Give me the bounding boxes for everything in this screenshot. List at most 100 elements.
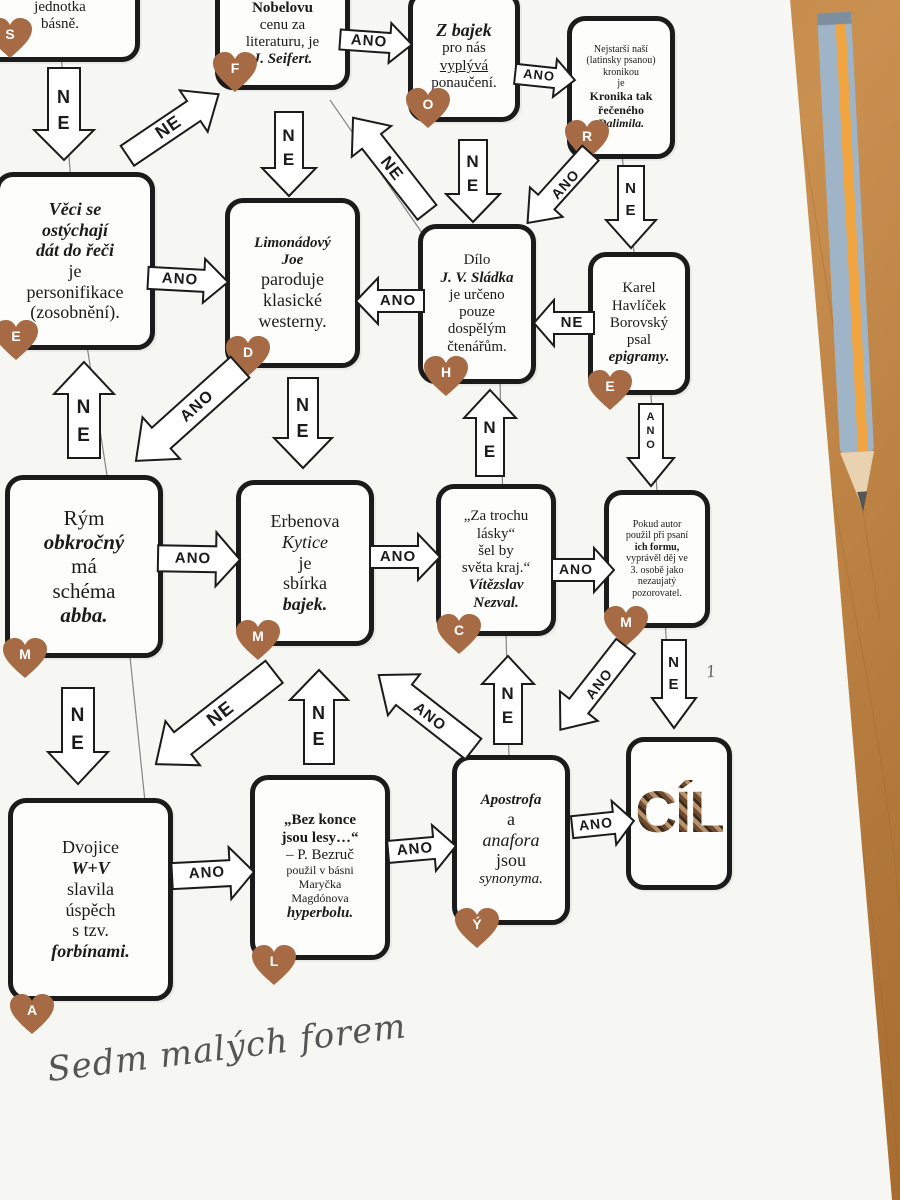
box-text: Nezval. bbox=[473, 594, 519, 611]
box-text: Limonádový bbox=[254, 234, 331, 251]
heart-icon bbox=[565, 120, 609, 160]
arrow-no-up: NE bbox=[479, 654, 537, 745]
arrow-down-icon bbox=[443, 139, 503, 224]
arrow-label: NE bbox=[466, 152, 480, 195]
arrow-label: NE bbox=[70, 705, 86, 754]
box-text: bajek. bbox=[282, 594, 328, 615]
arrow-right-icon bbox=[170, 844, 256, 902]
box-text: epigramy. bbox=[608, 349, 670, 366]
box-text: je určeno bbox=[449, 286, 505, 303]
box-text: a bbox=[507, 808, 515, 829]
box-text: použil při psaní bbox=[625, 530, 689, 542]
heart-badge: L bbox=[252, 945, 296, 987]
arrow-no-diagonal: NE bbox=[139, 650, 292, 786]
box-text: Dvojice bbox=[62, 837, 119, 858]
arrow-right-icon bbox=[156, 529, 242, 589]
box-text: Havlíček bbox=[611, 297, 667, 314]
arrow-diagonal-icon bbox=[119, 89, 220, 168]
box-text: ich formu, bbox=[634, 541, 680, 553]
arrow-up-icon bbox=[51, 360, 117, 459]
question-box-bezruc: „Bez konce jsou lesy…“ – P. Bezruč použi… bbox=[250, 775, 390, 960]
arrow-down-icon bbox=[31, 67, 97, 162]
question-box-apostrophe: Apostrofa a anafora jsou synonyma. bbox=[452, 755, 570, 925]
heart-letter: C bbox=[453, 622, 465, 638]
box-text: Dalimila. bbox=[597, 116, 645, 131]
heart-letter: M bbox=[19, 646, 31, 662]
heart-badge: O bbox=[406, 88, 450, 130]
arrow-yes-left: ANO bbox=[354, 275, 425, 327]
heart-letter: O bbox=[422, 96, 434, 112]
heart-letter: L bbox=[269, 953, 279, 969]
arrow-right-icon bbox=[338, 20, 414, 66]
box-text: použil v básni bbox=[286, 863, 354, 878]
arrow-no-down: NE bbox=[650, 639, 698, 730]
heart-letter: F bbox=[230, 60, 240, 76]
box-text: lásky“ bbox=[476, 525, 516, 542]
arrow-label: NE bbox=[76, 397, 92, 446]
box-text: Maryčka bbox=[298, 876, 342, 891]
box-text: ostýchají bbox=[42, 219, 108, 240]
box-text: Apostrofa bbox=[480, 791, 542, 808]
box-text: W+V bbox=[71, 858, 110, 879]
box-text: ponaučení. bbox=[431, 74, 497, 91]
arrow-right-icon bbox=[146, 256, 230, 306]
box-text: jsou lesy…“ bbox=[281, 829, 359, 846]
arrow-yes-right: ANO bbox=[156, 529, 242, 589]
arrow-no-down: NE bbox=[45, 687, 111, 786]
box-text: klasické bbox=[263, 289, 322, 310]
goal-box: CÍL bbox=[626, 737, 732, 890]
arrow-right-icon bbox=[513, 56, 577, 100]
arrow-no-diagonal: NE bbox=[113, 74, 232, 177]
heart-badge: A bbox=[10, 994, 54, 1036]
arrow-no-up: NE bbox=[51, 360, 117, 459]
box-text: schéma bbox=[52, 578, 116, 603]
box-text: „Za trochu bbox=[463, 508, 529, 525]
question-box-rhyme: Rým obkročný má schéma abba. bbox=[5, 475, 163, 658]
arrow-no-left: NE bbox=[532, 297, 595, 349]
arrow-yes-right: ANO bbox=[386, 822, 458, 875]
box-text: sbírka bbox=[283, 573, 327, 594]
arrow-left-icon bbox=[532, 297, 595, 349]
heart-letter: A bbox=[26, 1002, 38, 1018]
box-text: slavila bbox=[67, 878, 114, 899]
arrow-no-down: NE bbox=[259, 111, 319, 198]
heart-letter: M bbox=[620, 614, 632, 630]
heart-icon bbox=[10, 994, 54, 1034]
box-text: hyperbolu. bbox=[286, 905, 354, 922]
arrow-yes-right: ANO bbox=[369, 531, 442, 583]
arrow-diagonal-icon bbox=[134, 355, 251, 462]
heart-icon bbox=[424, 356, 468, 396]
arrow-label: NE bbox=[57, 87, 71, 133]
box-text: nezaujatý bbox=[637, 576, 677, 588]
box-text: šel by bbox=[478, 542, 514, 559]
box-text: Věci se bbox=[48, 198, 102, 219]
box-text: paroduje bbox=[261, 269, 324, 290]
box-text: Erbenova bbox=[270, 511, 340, 532]
heart-badge: F bbox=[213, 52, 257, 94]
heart-icon bbox=[0, 18, 32, 58]
arrow-no-down: NE bbox=[271, 377, 335, 470]
heart-letter: Ý bbox=[472, 916, 482, 932]
arrow-yes-right: ANO bbox=[551, 545, 616, 595]
box-text: řečeného bbox=[598, 102, 644, 117]
arrow-diagonal-icon bbox=[377, 673, 483, 761]
arrow-up-icon bbox=[479, 654, 537, 745]
box-text: pouze bbox=[459, 304, 495, 320]
arrow-label: ANO bbox=[161, 269, 199, 289]
heart-icon bbox=[236, 620, 280, 660]
arrow-down-icon bbox=[625, 403, 677, 488]
box-text: personifikace bbox=[26, 281, 124, 302]
heart-letter: D bbox=[242, 344, 254, 360]
box-text: úspěch bbox=[65, 899, 116, 920]
box-text: (zosobnění). bbox=[30, 302, 120, 323]
heart-letter: H bbox=[440, 364, 452, 380]
arrow-yes-diagonal: ANO bbox=[117, 346, 259, 481]
box-text: Nejstarší naší bbox=[593, 43, 649, 55]
arrow-down-icon bbox=[259, 111, 319, 198]
arrow-yes-diagonal: ANO bbox=[541, 631, 644, 744]
heart-badge: E bbox=[0, 320, 38, 362]
box-text: čtenářům. bbox=[447, 338, 507, 355]
arrow-down-icon bbox=[271, 377, 335, 470]
